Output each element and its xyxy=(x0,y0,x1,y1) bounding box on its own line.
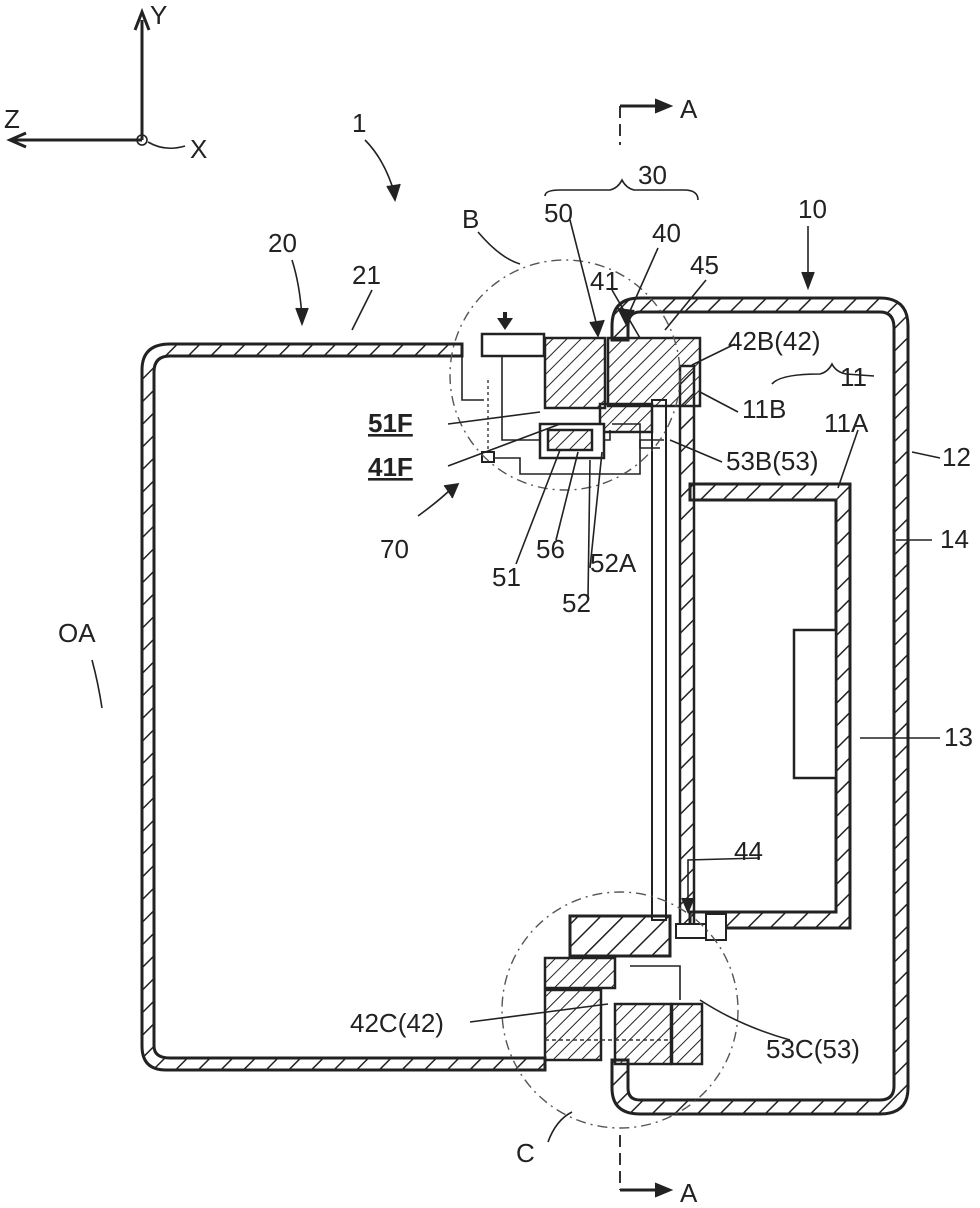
detail-circle-c xyxy=(501,891,739,1129)
housing-10-outer-wall xyxy=(610,296,910,1116)
label-13: 13 xyxy=(944,722,973,752)
label-70: 70 xyxy=(380,534,409,564)
shaft xyxy=(651,399,667,921)
axis-indicator xyxy=(6,7,186,150)
label-21: 21 xyxy=(352,260,381,290)
component-13 xyxy=(792,628,838,780)
label-52a: 52A xyxy=(590,548,637,578)
section-line-a xyxy=(619,98,674,1198)
label-14: 14 xyxy=(940,524,969,554)
label-1: 1 xyxy=(352,108,366,138)
label-oa: OA xyxy=(58,618,96,648)
label-c: C xyxy=(516,1138,535,1168)
label-56: 56 xyxy=(536,534,565,564)
label-50: 50 xyxy=(544,198,573,228)
label-41: 41 xyxy=(590,266,619,296)
label-40: 40 xyxy=(652,218,681,248)
label-30: 30 xyxy=(638,160,667,190)
axis-label-z: Z xyxy=(4,104,20,134)
label-53b: 53B(53) xyxy=(726,446,819,476)
label-12: 12 xyxy=(942,442,971,472)
label-51f: 51F xyxy=(368,408,413,438)
label-41f: 41F xyxy=(368,452,413,482)
axis-label-y: Y xyxy=(150,0,167,30)
label-53c: 53C(53) xyxy=(766,1034,860,1064)
lower-mechanism xyxy=(543,913,727,1066)
label-20: 20 xyxy=(268,228,297,258)
axis-label-x: X xyxy=(190,134,207,164)
label-42c: 42C(42) xyxy=(350,1008,444,1038)
section-label-bottom: A xyxy=(680,1178,698,1208)
label-11b: 11B xyxy=(742,394,786,424)
detail-circle-b xyxy=(449,259,681,491)
label-11a: 11A xyxy=(824,408,869,438)
label-51: 51 xyxy=(492,562,521,592)
leader-lines xyxy=(91,139,941,1143)
housing-20-wall xyxy=(140,342,547,1072)
section-label-top: A xyxy=(680,94,698,124)
label-52: 52 xyxy=(562,588,591,618)
label-45: 45 xyxy=(690,250,719,280)
label-44: 44 xyxy=(734,836,763,866)
label-b: B xyxy=(462,204,479,234)
label-42b: 42B(42) xyxy=(728,326,821,356)
label-10: 10 xyxy=(798,194,827,224)
label-11: 11 xyxy=(840,362,867,392)
upper-mechanism xyxy=(461,312,702,475)
